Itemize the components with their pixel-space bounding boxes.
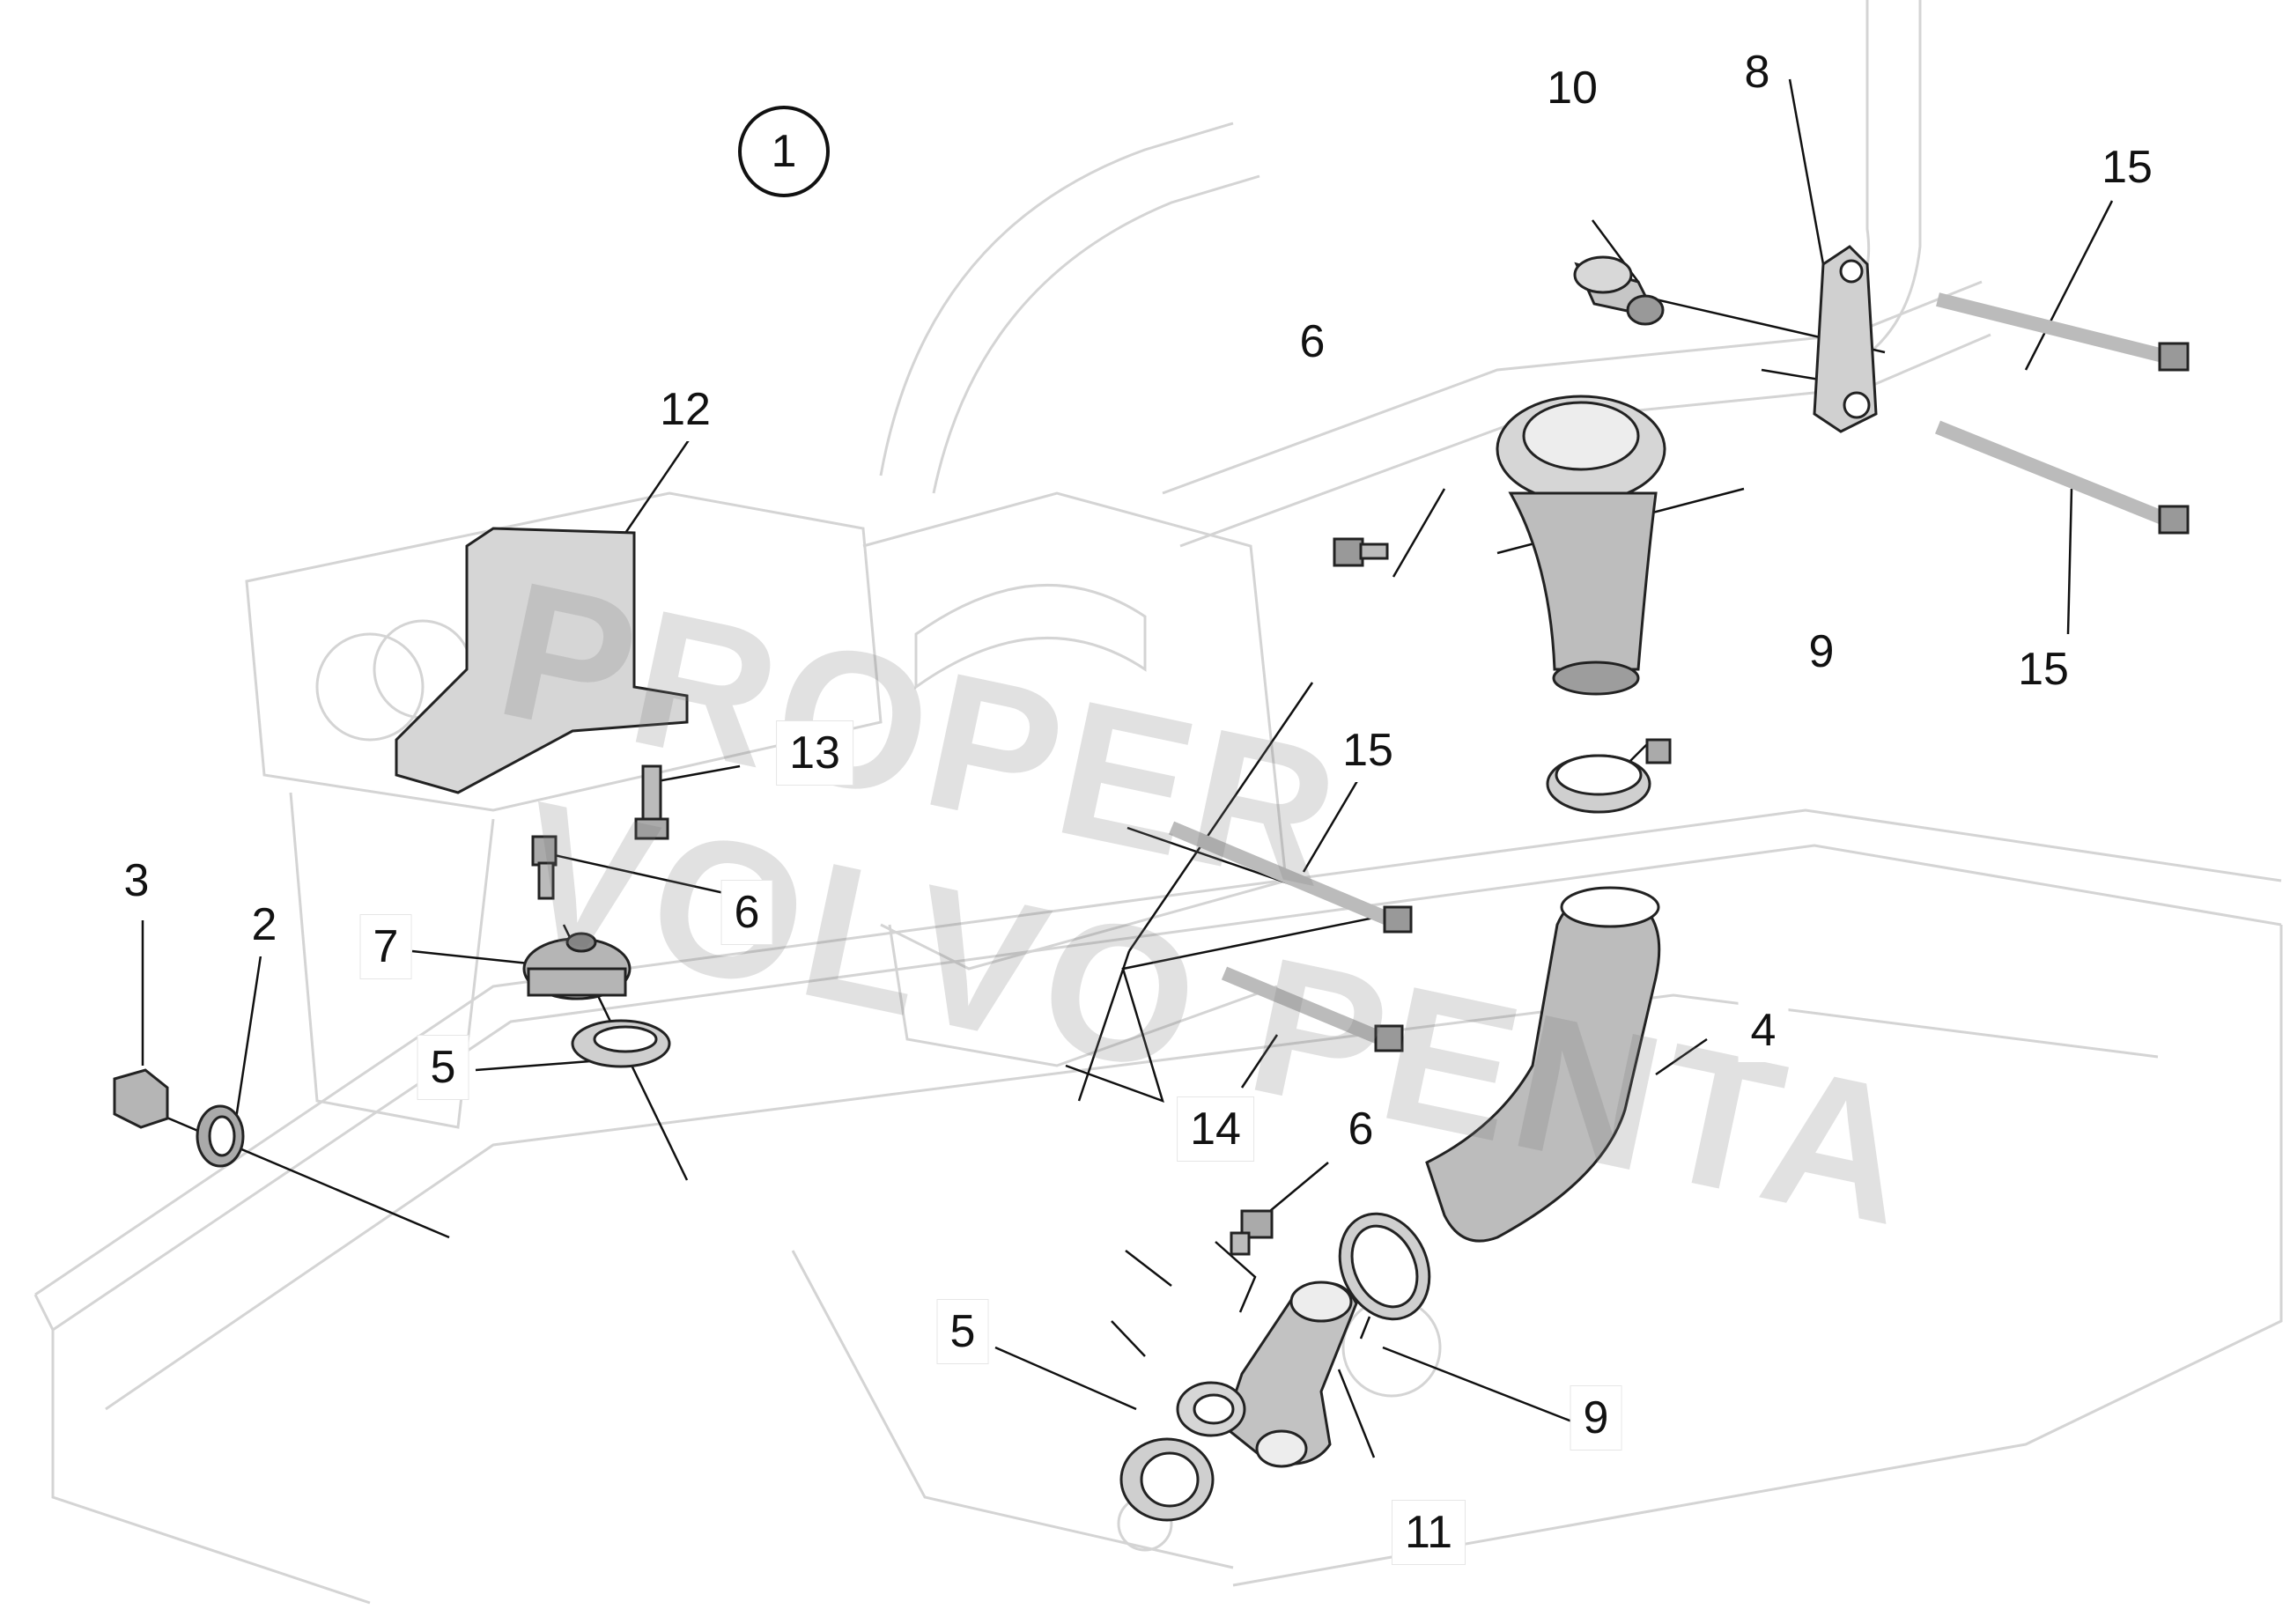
callout-13: 13 xyxy=(776,720,853,786)
bolt-14 xyxy=(1221,966,1386,1046)
callout-2: 2 xyxy=(239,893,290,956)
callout-15-right-upper: 15 xyxy=(2089,136,2165,199)
callout-10: 10 xyxy=(1534,56,1610,120)
bolt-15-right-upper xyxy=(1936,292,2168,364)
callout-6-cap: 6 xyxy=(1287,310,1338,373)
bracket-plate-8 xyxy=(1813,245,1878,433)
callout-15-right-lower: 15 xyxy=(2006,638,2081,701)
callout-9-lower: 9 xyxy=(1570,1385,1622,1451)
callout-8: 8 xyxy=(1732,41,1783,104)
bolt-15-center xyxy=(1168,821,1395,927)
callout-6-upper: 6 xyxy=(720,880,773,945)
callout-11: 11 xyxy=(1392,1500,1466,1565)
callout-15-center: 15 xyxy=(1330,719,1406,782)
callout-6-lower: 6 xyxy=(1335,1097,1386,1161)
bolt-6-upper xyxy=(531,835,558,867)
bracket-12 xyxy=(395,527,689,794)
drain-plug-3 xyxy=(113,1068,169,1129)
callout-9-upper: 9 xyxy=(1796,620,1847,683)
callout-3: 3 xyxy=(111,849,162,912)
background-engine-ghost xyxy=(33,0,2283,1605)
group-label: 1 xyxy=(738,106,830,197)
callout-12: 12 xyxy=(647,378,723,441)
bolt-15-right-lower xyxy=(1935,420,2169,527)
filler-funnel xyxy=(1508,491,1658,671)
callout-5-upper: 5 xyxy=(417,1035,469,1100)
callout-4: 4 xyxy=(1738,999,1789,1062)
callout-7: 7 xyxy=(359,914,412,979)
callout-5-lower: 5 xyxy=(936,1299,989,1364)
callout-14: 14 xyxy=(1177,1096,1254,1162)
parts xyxy=(113,245,2190,1522)
bolt-6-cap xyxy=(1333,537,1364,567)
